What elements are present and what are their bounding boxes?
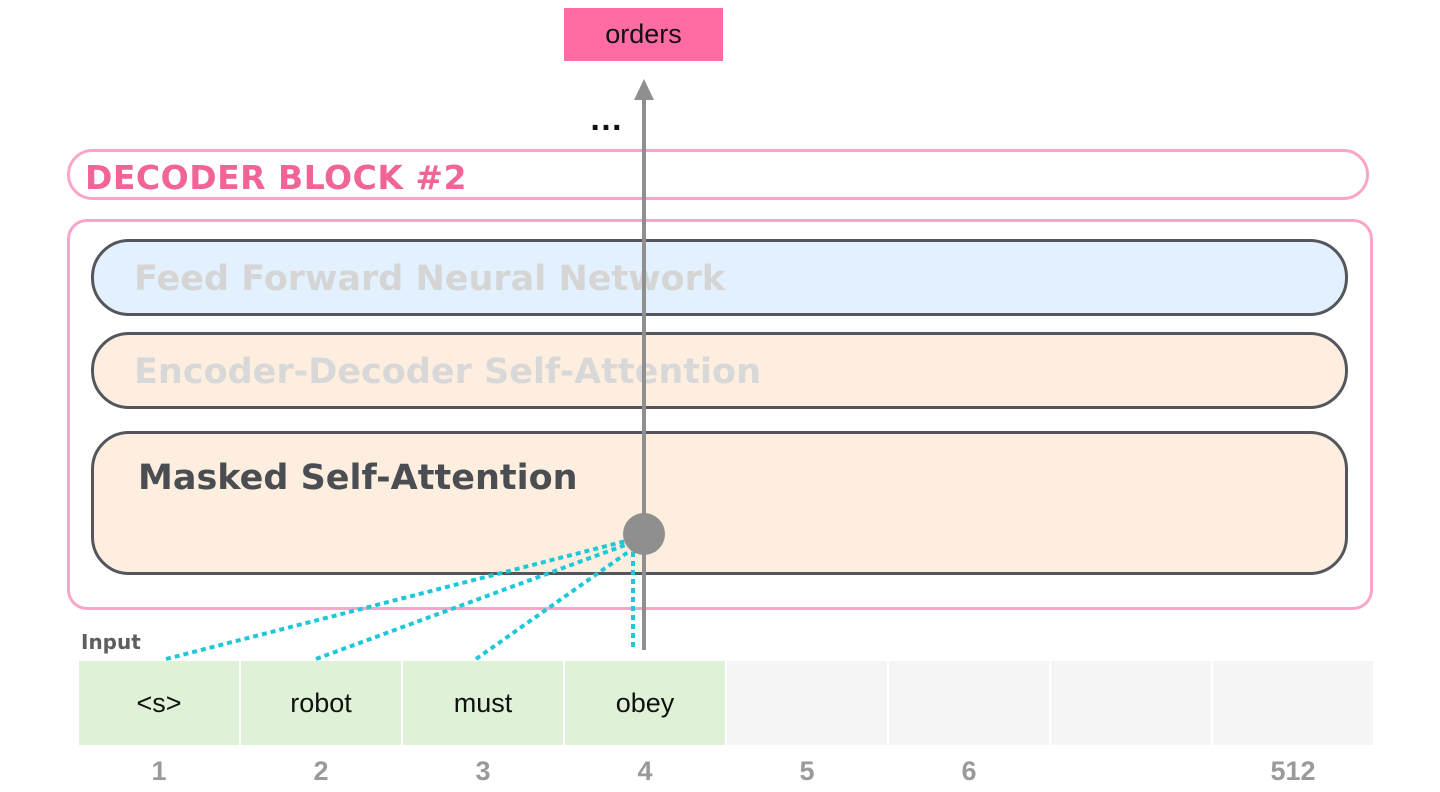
input-token-cell: obey [565,661,725,745]
decoder-block-title: DECODER BLOCK #2 [85,158,467,197]
output-token: orders [564,8,723,61]
position-number: 5 [799,756,815,786]
decoder-block-title-box: DECODER BLOCK #2 [67,149,1369,200]
output-arrow-head [634,79,654,100]
feed-forward-layer: Feed Forward Neural Network [91,239,1348,316]
input-token-cell [1051,661,1211,745]
position-number: 6 [961,756,977,786]
encoder-decoder-attention-layer: Encoder-Decoder Self-Attention [91,332,1348,409]
input-token-cell: <s> [79,661,239,745]
feed-forward-label: Feed Forward Neural Network [134,259,726,299]
input-token-cell: robot [241,661,401,745]
attention-line [165,539,627,661]
attention-line [315,542,629,661]
attention-line [474,548,633,661]
input-token-cell: must [403,661,563,745]
input-label: Input [81,630,141,654]
position-number: 4 [637,756,653,786]
position-number: 512 [1270,756,1316,786]
input-token-cell [727,661,887,745]
position-number: 3 [475,756,491,786]
masked-self-attention-layer: Masked Self-Attention [91,431,1348,575]
attention-node [623,513,665,555]
decoder-block-frame [67,219,1373,610]
input-token-cell [889,661,1049,745]
encoder-decoder-attention-label: Encoder-Decoder Self-Attention [134,352,761,392]
position-number: 1 [151,756,167,786]
position-number: 2 [313,756,329,786]
masked-self-attention-label: Masked Self-Attention [138,458,578,498]
ellipsis-label: … [589,100,625,138]
input-token-cell [1213,661,1373,745]
